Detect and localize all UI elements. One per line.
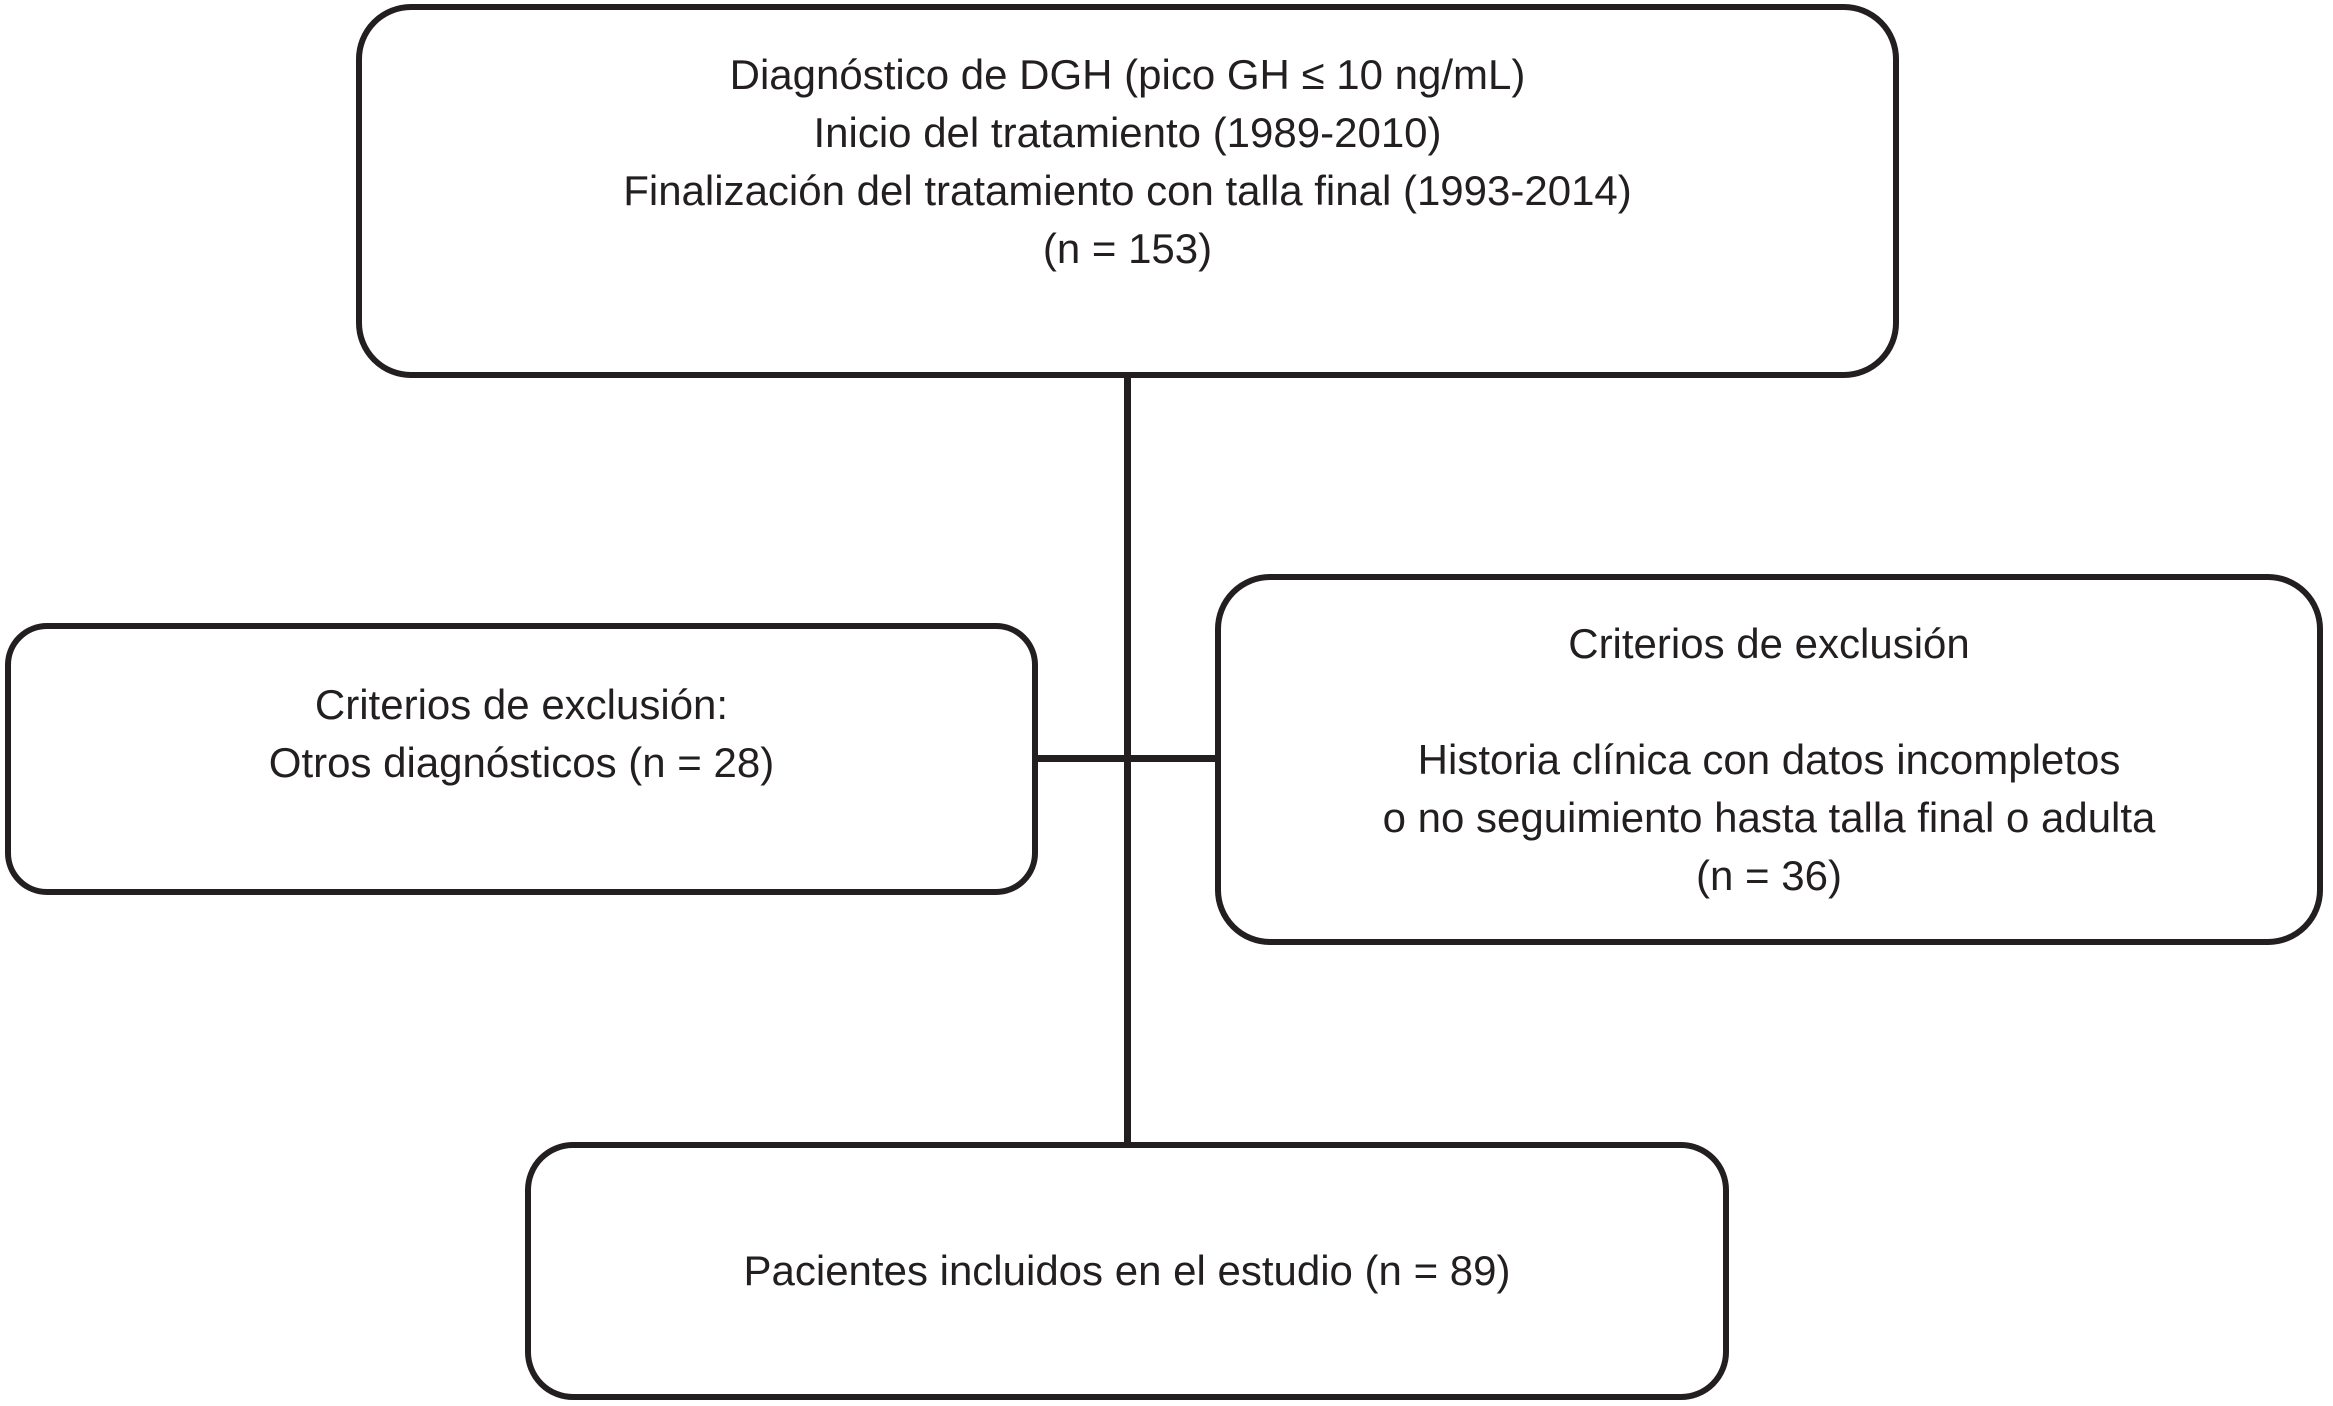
box-exclusion-other-diagnoses: Criterios de exclusión: Otros diagnóstic… (5, 623, 1038, 895)
box-text-line: Historia clínica con datos incompletos (1417, 735, 2121, 783)
box-text-line: (n = 153) (1042, 225, 1213, 272)
box-exclusion-incomplete-data: Criterios de exclusión Historia clínica … (1215, 574, 2323, 945)
box-text-line: Criterios de exclusión: (314, 681, 729, 728)
box-text-line: Inicio del tratamiento (1989-2010) (813, 109, 1442, 156)
box-included-patients: Pacientes incluidos en el estudio (n = 8… (525, 1142, 1729, 1400)
box-diagnosis-cohort: Diagnóstico de DGH (pico GH ≤ 10 ng/mL) … (356, 4, 1899, 378)
box-text-line: Otros diagnósticos (n = 28) (268, 739, 775, 786)
box-text-line: Criterios de exclusión (1568, 619, 1970, 667)
box-text-line: (n = 36) (1696, 851, 1842, 899)
box-text-line: Pacientes incluidos en el estudio (n = 8… (743, 1247, 1511, 1294)
connector-horizontal-line (1038, 755, 1215, 762)
box-text-line: o no seguimiento hasta talla final o adu… (1382, 793, 2156, 841)
box-text-line: Diagnóstico de DGH (pico GH ≤ 10 ng/mL) (729, 51, 1526, 98)
box-text-line: Finalización del tratamiento con talla f… (623, 167, 1632, 214)
